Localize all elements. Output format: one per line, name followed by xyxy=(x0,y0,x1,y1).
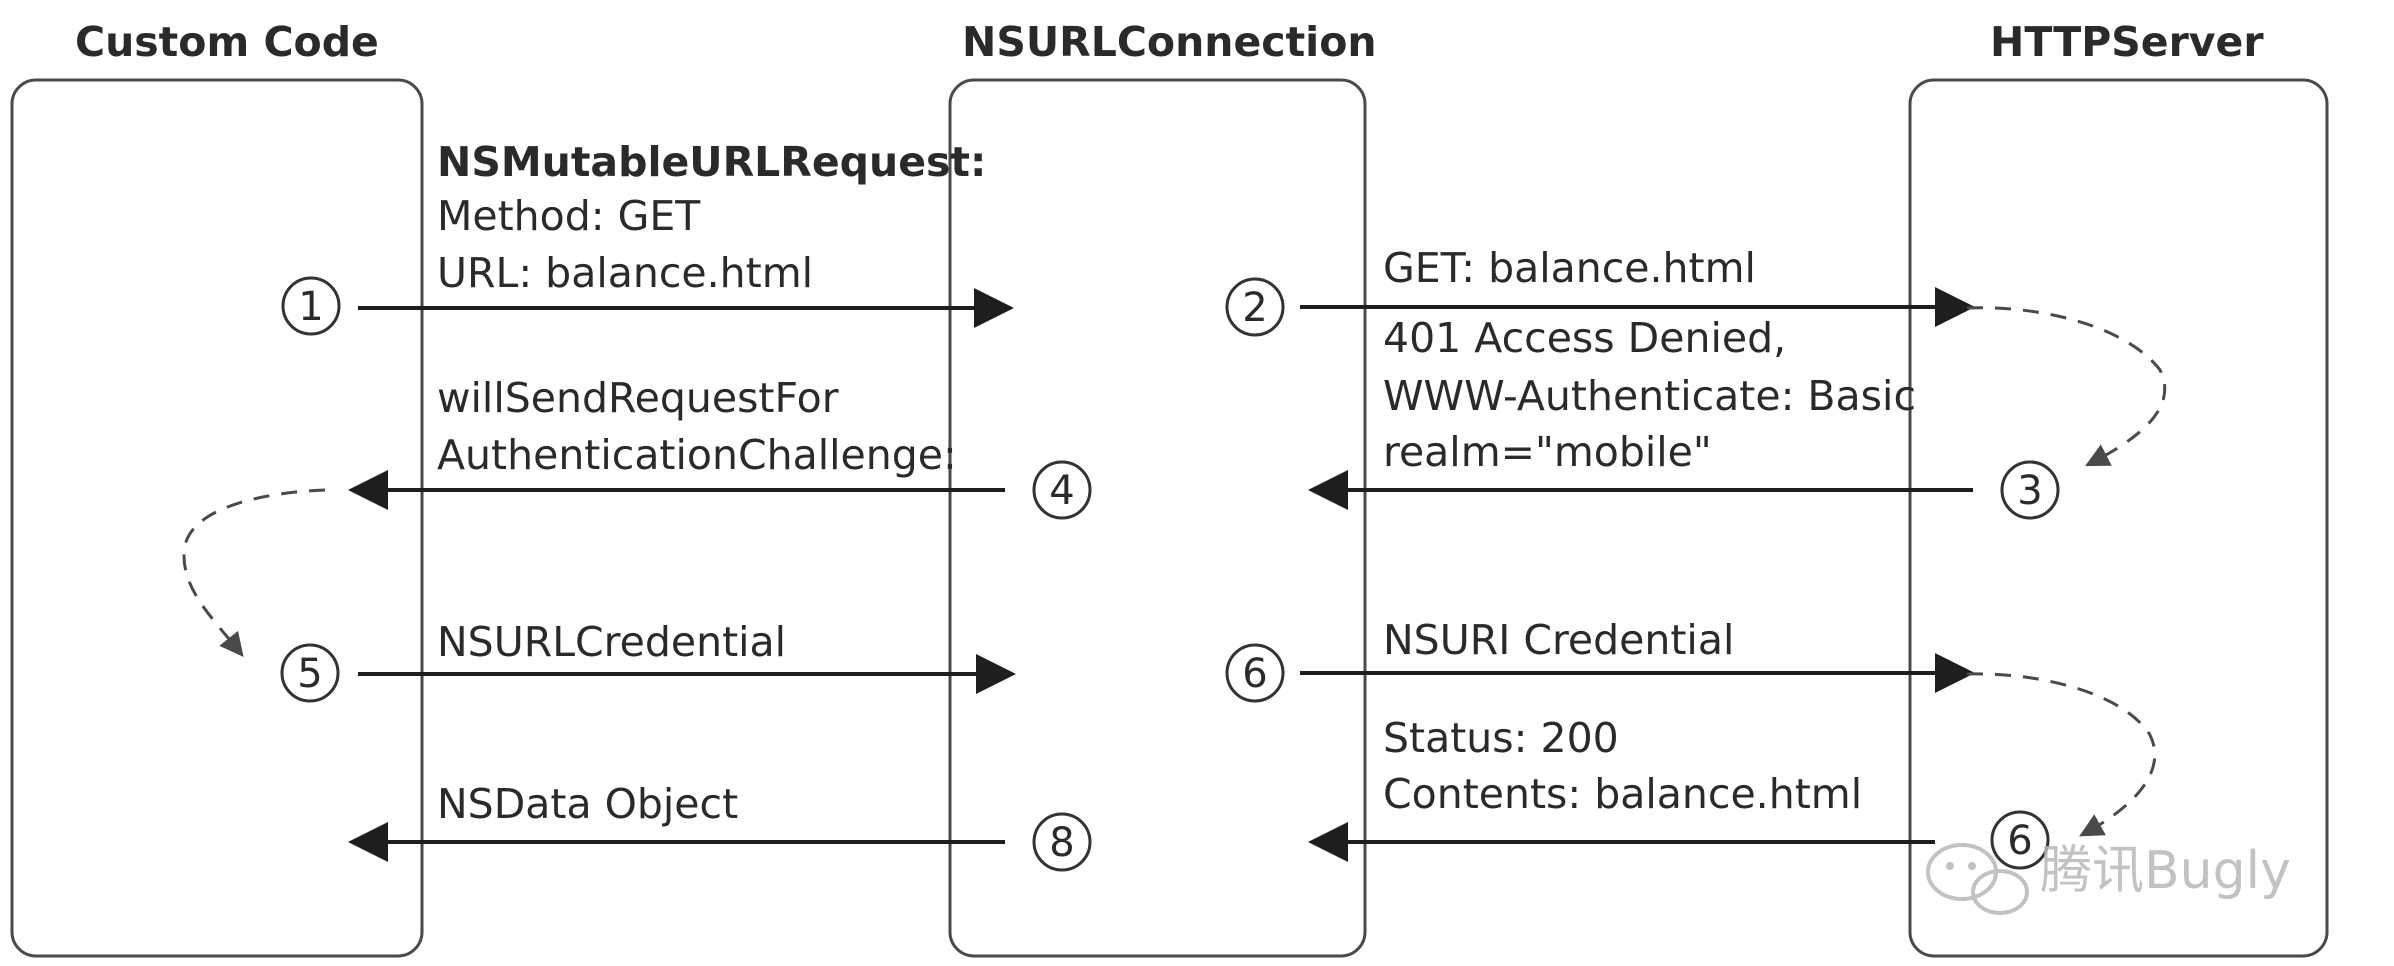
step-6-number: 6 xyxy=(1242,651,1267,697)
denied-label-line2: WWW-Authenticate: Basic xyxy=(1383,372,1916,420)
header-nsurlconnection: NSURLConnection xyxy=(962,18,1377,66)
header-custom-code: Custom Code xyxy=(75,18,379,66)
request-url-label: URL: balance.html xyxy=(437,249,813,297)
denied-label-line3: realm="mobile" xyxy=(1383,428,1712,476)
credential-right-label: NSURI Credential xyxy=(1383,616,1734,664)
step-8-marker: 8 xyxy=(1032,812,1092,872)
dashed-connector-4-5 xyxy=(182,488,326,658)
status-label: Status: 200 xyxy=(1383,714,1619,762)
custom-code-box xyxy=(10,78,424,958)
step-3-number: 3 xyxy=(2017,468,2042,514)
step-3-marker: 3 xyxy=(2000,460,2060,520)
step-4-number: 4 xyxy=(1049,468,1074,514)
request-title-label: NSMutableURLRequest: xyxy=(437,138,986,186)
watermark-text: 腾讯Bugly xyxy=(2040,841,2291,901)
step-1-marker: 1 xyxy=(281,276,341,336)
step-2-number: 2 xyxy=(1242,285,1267,331)
nsurlconnection-box xyxy=(948,78,1367,958)
denied-label-line1: 401 Access Denied, xyxy=(1383,314,1786,362)
watermark: 腾讯Bugly xyxy=(1926,841,2291,915)
request-method-label: Method: GET xyxy=(437,192,701,240)
nsdata-label: NSData Object xyxy=(437,780,738,828)
step-5-number: 5 xyxy=(297,651,322,697)
will-send-label-line2: AuthenticationChallenge: xyxy=(437,431,957,479)
step-4-marker: 4 xyxy=(1032,460,1092,520)
step-2-marker: 2 xyxy=(1225,277,1285,337)
step-8-number: 8 xyxy=(1049,820,1074,866)
step-6-response-number: 6 xyxy=(2007,818,2032,864)
header-httpserver: HTTPServer xyxy=(1990,18,2264,66)
wechat-icon xyxy=(1926,843,2029,915)
step-1-number: 1 xyxy=(298,284,323,330)
httpserver-box xyxy=(1908,78,2329,958)
step-5-marker: 5 xyxy=(280,643,340,703)
dashed-connector-2-3 xyxy=(1966,306,2167,467)
credential-left-label: NSURLCredential xyxy=(437,618,786,666)
contents-label: Contents: balance.html xyxy=(1383,770,1862,818)
dashed-connector-6-6 xyxy=(1966,672,2157,837)
step-6-marker: 6 xyxy=(1225,643,1285,703)
will-send-label-line1: willSendRequestFor xyxy=(437,374,839,422)
get-balance-label: GET: balance.html xyxy=(1383,244,1756,292)
step-6-response-marker: 6 xyxy=(1990,810,2050,870)
